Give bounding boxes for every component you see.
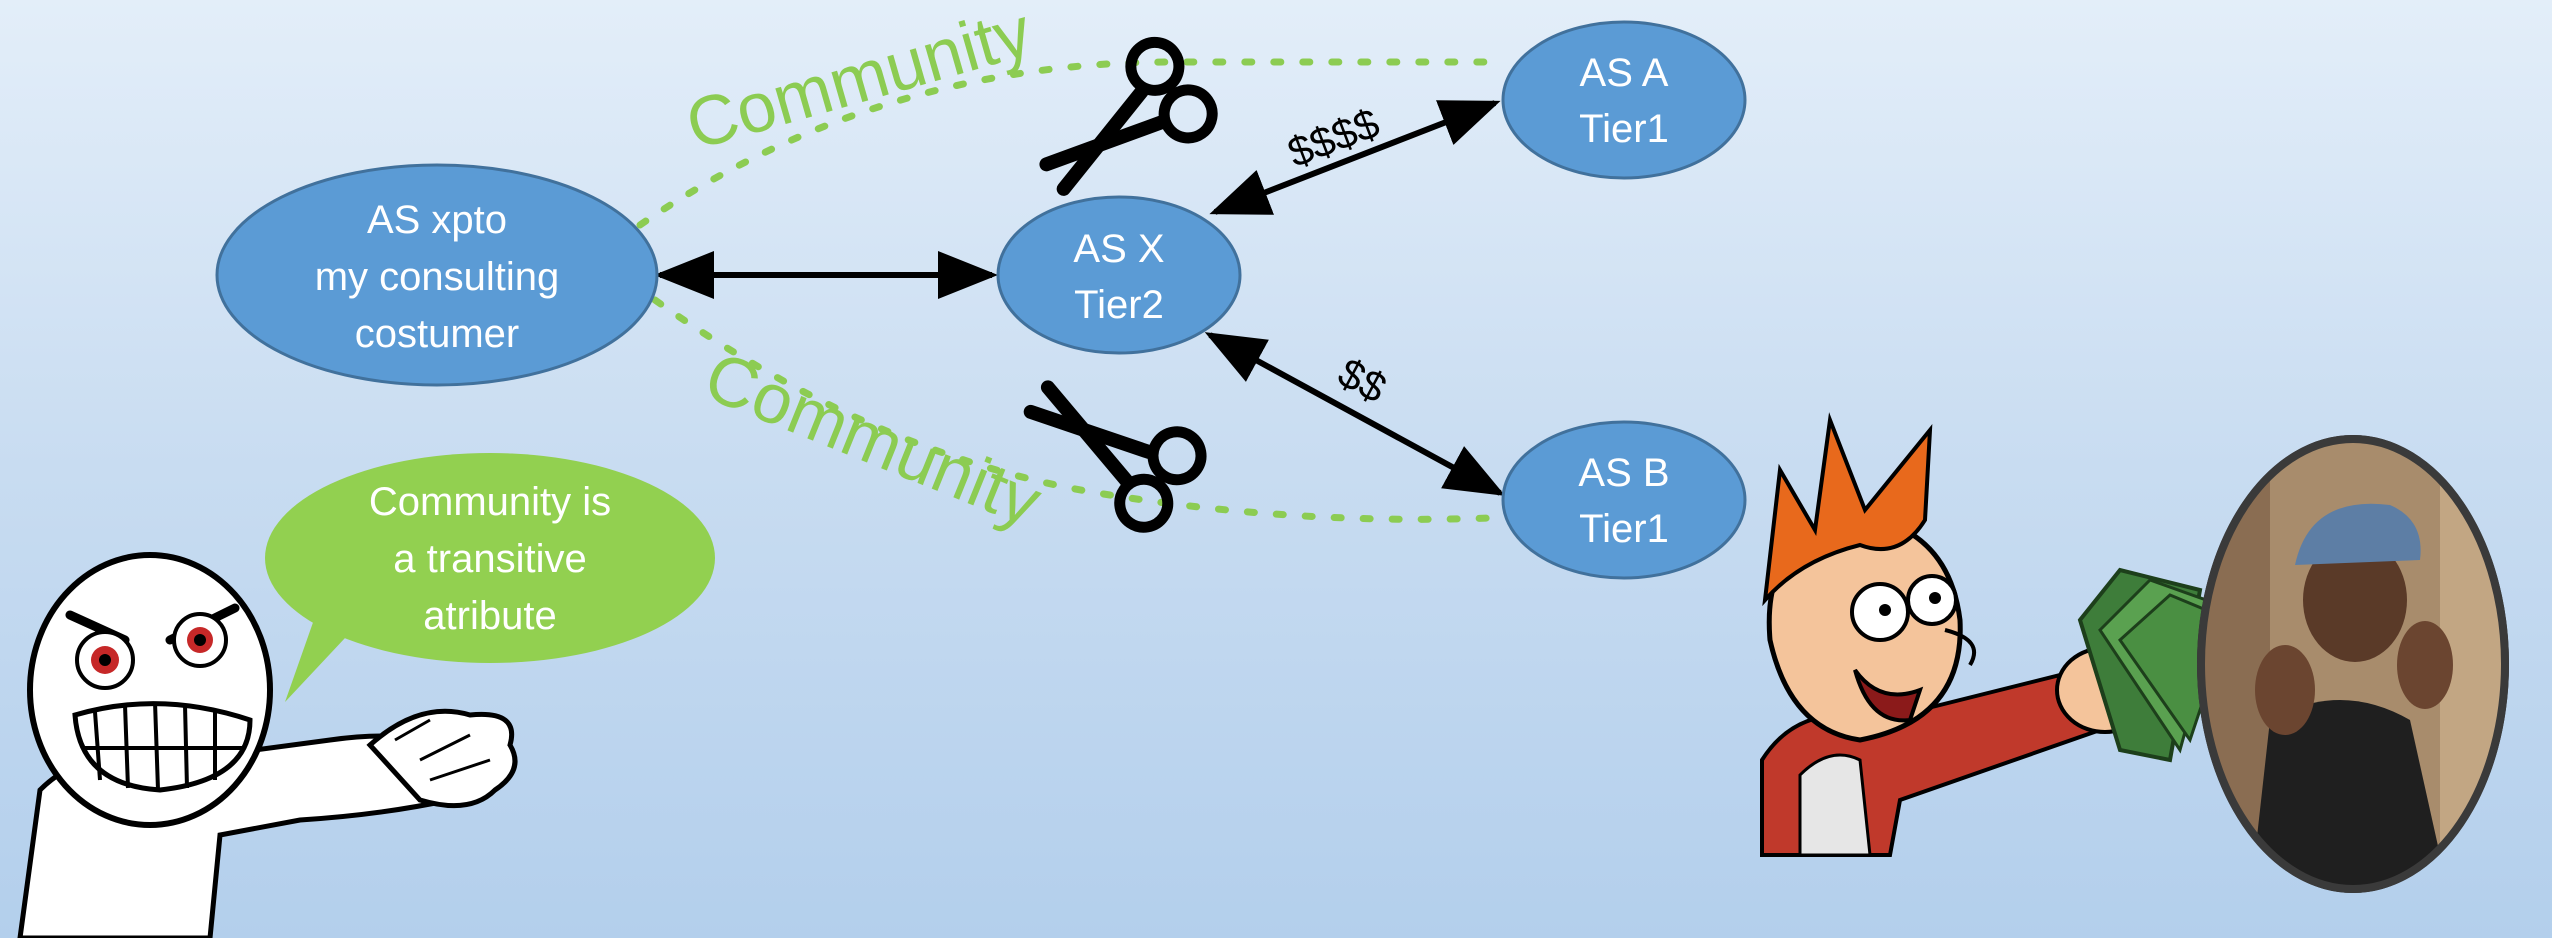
speech-bubble-line-2: a transitive [393, 537, 586, 581]
scissors-icon [1039, 36, 1218, 196]
cost-label-asb: $$ [1331, 348, 1394, 411]
community-label-top: Community [678, 0, 1040, 164]
node-as-xpto: AS xpto my consulting costumer [215, 163, 659, 387]
node-as-b-line-2: Tier1 [1579, 507, 1669, 551]
scissors-icon [1023, 380, 1207, 533]
node-as-b: AS B Tier1 [1501, 420, 1747, 580]
community-path-top [636, 58, 1494, 229]
community-path-bottom [651, 296, 1494, 523]
node-as-x: AS X Tier2 [996, 195, 1242, 355]
rage-face-icon [17, 552, 518, 938]
node-as-x-line-1: AS X [1073, 227, 1164, 271]
node-as-a: AS A Tier1 [1501, 20, 1747, 180]
seu-madruga-portrait-icon [2197, 435, 2509, 893]
arrow-asx-asa [1209, 100, 1501, 215]
node-as-b-line-1: AS B [1578, 451, 1669, 495]
speech-bubble-line-1: Community is [369, 480, 611, 524]
speech-bubble: Community is a transitive atribute [265, 453, 715, 702]
node-as-xpto-line-2: my consulting [315, 255, 560, 299]
node-as-a-line-2: Tier1 [1579, 107, 1669, 151]
node-as-x-line-2: Tier2 [1074, 283, 1164, 327]
community-label-bottom: Community [694, 337, 1051, 542]
node-as-xpto-line-3: costumer [355, 312, 520, 356]
arrow-asx-asb [1204, 332, 1506, 496]
node-as-xpto-line-1: AS xpto [367, 198, 507, 242]
speech-bubble-line-3: atribute [423, 594, 556, 638]
fry-money-icon [1760, 412, 2232, 857]
node-as-a-line-1: AS A [1580, 51, 1669, 95]
